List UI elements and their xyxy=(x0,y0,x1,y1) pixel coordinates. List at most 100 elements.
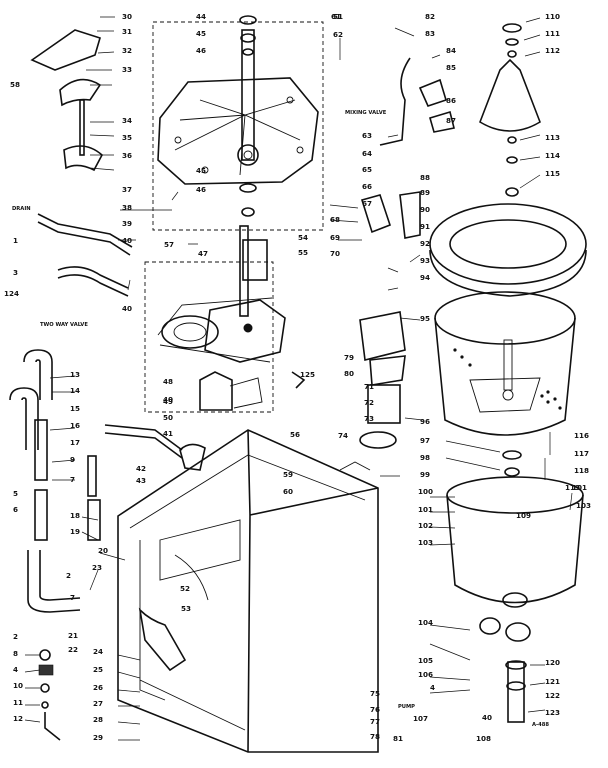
part-number-18: 18 xyxy=(70,511,80,520)
part-number-54: 54 xyxy=(298,233,308,242)
part-number-32: 32 xyxy=(122,46,132,55)
part-number-14: 14 xyxy=(70,386,80,395)
part-number-70: 70 xyxy=(330,249,340,258)
part-number-90: 90 xyxy=(420,205,430,214)
part-number-86: 86 xyxy=(446,96,456,105)
part-number-92: 92 xyxy=(420,239,430,248)
cabinet xyxy=(117,429,379,753)
part-number-56: 56 xyxy=(290,430,300,439)
part-number-35: 35 xyxy=(122,133,132,142)
part-number-58: 58 xyxy=(10,80,20,89)
part-number-84: 84 xyxy=(446,46,456,55)
part-number-2: 2 xyxy=(66,571,71,580)
part-number-9: 9 xyxy=(70,455,75,464)
part-number-110: 110 xyxy=(545,12,560,21)
part-number-11: 11 xyxy=(13,698,23,707)
part-number-13: 13 xyxy=(70,370,80,379)
part-number-95: 95 xyxy=(420,314,430,323)
part-number-83: 83 xyxy=(425,29,435,38)
part-number-107: 107 xyxy=(413,714,428,723)
part-number-91: 91 xyxy=(420,222,430,231)
part-number-122: 122 xyxy=(545,691,560,700)
part-number-119: 119 xyxy=(565,483,580,492)
part-number-7: 7 xyxy=(70,475,75,484)
part-number-33: 33 xyxy=(122,65,132,74)
drain-label: DRAIN xyxy=(12,206,31,212)
part-number-42: 42 xyxy=(136,464,146,473)
part-number-62: 62 xyxy=(333,30,343,39)
part-number-112: 112 xyxy=(545,46,560,55)
part-number-31: 31 xyxy=(122,27,132,36)
part-number-67: 67 xyxy=(362,199,372,208)
part-number-38: 38 xyxy=(122,203,132,212)
part-number-82: 82 xyxy=(425,12,435,21)
part-number-46: 46 xyxy=(196,185,206,194)
part-number-69: 69 xyxy=(330,233,340,242)
part-number-116: 116 xyxy=(574,431,589,440)
part-number-44: 44 xyxy=(196,12,206,21)
part-number-93: 93 xyxy=(420,256,430,265)
corner-code-label: A-488 xyxy=(532,722,549,728)
part-number-59: 59 xyxy=(283,470,293,479)
part-number-4: 4 xyxy=(13,665,18,674)
part-number-78: 78 xyxy=(370,732,380,741)
support-plate-assembly xyxy=(152,15,324,231)
part-number-97: 97 xyxy=(420,436,430,445)
part-number-73: 73 xyxy=(364,414,374,423)
part-number-29: 29 xyxy=(93,733,103,742)
part-number-103: 103 xyxy=(576,501,591,510)
part-number-callouts: 1 2 2 3 4 4 5 6 7 7 8 9 10 11 12 13 14 1… xyxy=(4,12,591,743)
part-number-49: 49 xyxy=(163,397,173,406)
part-number-115: 115 xyxy=(545,169,560,178)
part-number-8: 8 xyxy=(13,649,18,658)
leader-lines xyxy=(24,16,573,741)
part-number-3: 3 xyxy=(13,268,18,277)
part-number-27: 27 xyxy=(93,699,103,708)
part-number-77: 77 xyxy=(370,717,380,726)
part-number-108: 108 xyxy=(476,734,491,743)
part-number-88: 88 xyxy=(420,173,430,182)
part-number-111: 111 xyxy=(545,29,560,38)
pump-label: PUMP xyxy=(398,704,415,710)
part-number-39: 39 xyxy=(122,219,132,228)
part-number-64: 64 xyxy=(362,149,372,158)
part-number-1: 1 xyxy=(13,236,18,245)
part-number-87: 87 xyxy=(446,116,456,125)
part-number-60: 60 xyxy=(283,487,293,496)
part-number-94: 94 xyxy=(420,273,430,282)
part-number-114: 114 xyxy=(545,151,560,160)
part-number-45: 45 xyxy=(196,166,206,175)
mixing-valve-label: MIXING VALVE xyxy=(345,110,387,116)
part-number-121: 121 xyxy=(545,677,560,686)
part-number-57: 57 xyxy=(164,240,174,249)
part-number-40: 40 xyxy=(122,236,132,245)
part-number-45: 45 xyxy=(196,29,206,38)
part-number-89: 89 xyxy=(420,188,430,197)
part-number-102: 102 xyxy=(418,521,433,530)
part-number-72: 72 xyxy=(364,398,374,407)
part-number-65: 65 xyxy=(362,165,372,174)
part-number-85: 85 xyxy=(446,63,456,72)
part-number-40: 40 xyxy=(122,304,132,313)
part-number-16: 16 xyxy=(70,421,80,430)
part-number-103: 103 xyxy=(418,538,433,547)
part-number-40: 40 xyxy=(163,395,173,404)
part-number-113: 113 xyxy=(545,133,560,142)
part-number-79: 79 xyxy=(344,353,354,362)
part-number-34: 34 xyxy=(122,116,132,125)
part-number-74: 74 xyxy=(338,431,348,440)
part-number-26: 26 xyxy=(93,683,103,692)
part-number-17: 17 xyxy=(70,438,80,447)
part-number-4: 4 xyxy=(430,683,435,692)
part-number-25: 25 xyxy=(93,665,103,674)
part-number-43: 43 xyxy=(136,476,146,485)
part-number-125: 125 xyxy=(300,370,315,379)
hoses-and-valves xyxy=(9,29,183,741)
part-number-104: 104 xyxy=(418,618,433,627)
part-number-124: 124 xyxy=(4,289,19,298)
part-number-7: 7 xyxy=(70,593,75,602)
part-number-68: 68 xyxy=(330,215,340,224)
part-number-19: 19 xyxy=(70,527,80,536)
tub-basket-assembly xyxy=(429,23,587,723)
part-number-10: 10 xyxy=(13,681,23,690)
